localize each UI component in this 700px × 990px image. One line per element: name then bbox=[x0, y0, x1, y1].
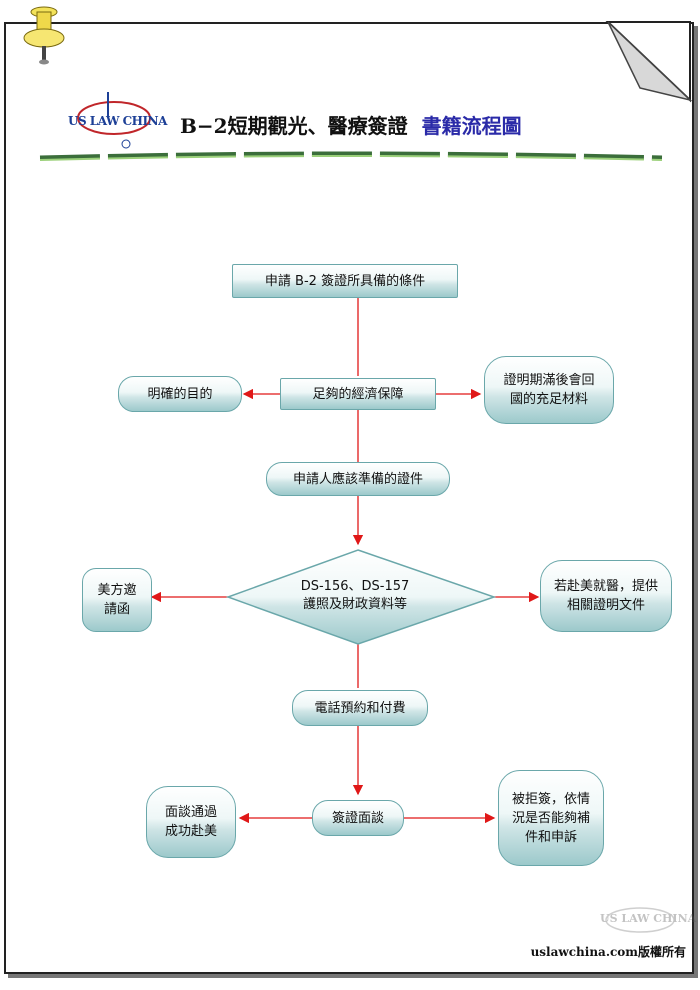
node-appointment: 電話預約和付費 bbox=[292, 690, 428, 726]
node-invitation: 美方邀請函 bbox=[82, 568, 152, 632]
node-purpose: 明確的目的 bbox=[118, 376, 242, 412]
page-title: B−2短期觀光、醫療簽證書籍流程圖 bbox=[180, 110, 522, 139]
node-prepare: 申請人應該準備的證件 bbox=[266, 462, 450, 496]
documents-diamond bbox=[225, 549, 497, 645]
diamond-line1: DS-156、DS-157 bbox=[300, 579, 410, 594]
watermark-text: US LAW CHINA bbox=[600, 912, 697, 925]
watermark-logo: US LAW CHINA bbox=[596, 900, 696, 950]
node-medical: 若赴美就醫，提供相關證明文件 bbox=[540, 560, 672, 632]
copyright-text: uslawchina.com版權所有 bbox=[530, 945, 686, 959]
title-main: B−2短期觀光、醫療簽證 bbox=[180, 114, 408, 138]
connectors bbox=[150, 298, 540, 824]
node-pass: 面談通過成功赴美 bbox=[146, 786, 236, 858]
node-finance: 足夠的經濟保障 bbox=[280, 378, 436, 410]
logo: US LAW CHINA bbox=[68, 88, 167, 154]
node-reject: 被拒簽，依情況是否能夠補件和申訴 bbox=[498, 770, 604, 866]
pushpin-icon bbox=[23, 6, 65, 65]
node-interview: 簽證面談 bbox=[312, 800, 404, 836]
logo-text: US LAW CHINA bbox=[68, 114, 167, 128]
title-accent: 書籍流程圖 bbox=[421, 114, 522, 138]
node-return-proof: 證明期滿後會回國的充足材料 bbox=[484, 356, 614, 424]
header-divider bbox=[39, 151, 663, 161]
diamond-text: DS-156、DS-157 護照及財政資料等 bbox=[280, 578, 430, 614]
node-start: 申請 B-2 簽證所具備的條件 bbox=[232, 264, 458, 298]
diamond-line2: 護照及財政資料等 bbox=[302, 597, 407, 612]
